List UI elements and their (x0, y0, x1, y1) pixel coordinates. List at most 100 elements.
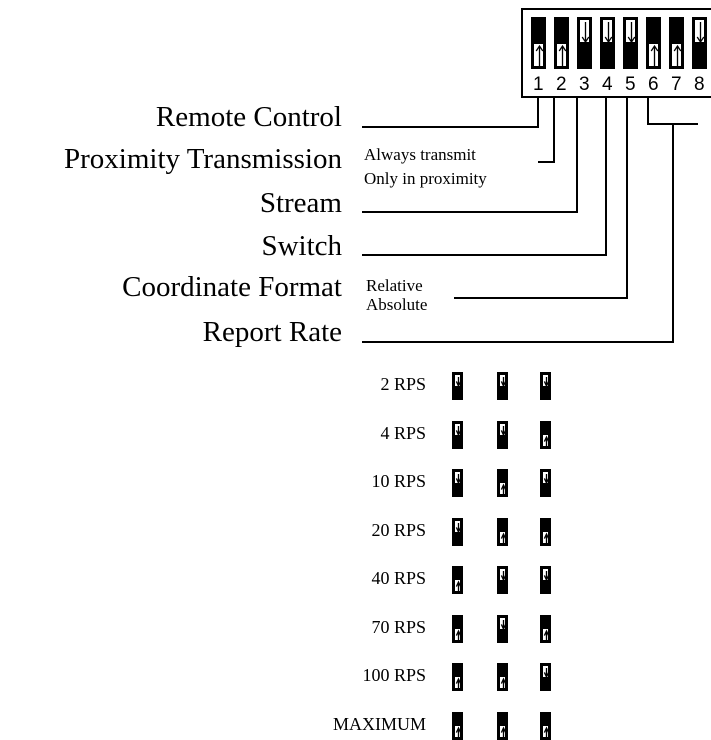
report-rate-toggle (540, 711, 551, 740)
report-rate-toggle (497, 614, 508, 643)
leader-line-stream (362, 211, 578, 213)
report-rate-toggle (540, 469, 551, 497)
report-rate-toggle (452, 663, 463, 691)
dip-toggle-8 (692, 17, 707, 69)
only-in-proximity-option: Only in proximity (364, 169, 487, 188)
dip-toggle-7 (669, 17, 684, 69)
report-rate-toggle (540, 420, 551, 449)
dip-number-4: 4 (602, 74, 613, 95)
arrow-down-icon (542, 374, 550, 388)
arrow-up-icon (454, 676, 462, 689)
leader-line-report-rate (362, 341, 674, 343)
dip-toggle-4 (600, 17, 615, 69)
arrow-down-icon (454, 374, 462, 388)
proximity-transmission-label: Proximity Transmission (64, 143, 342, 175)
report-rate-toggle (497, 420, 508, 449)
arrow-down-icon (542, 665, 550, 679)
report-rate-label: 4 RPS (380, 422, 426, 443)
report-rate-label: 100 RPS (362, 665, 426, 685)
arrow-down-icon (454, 471, 462, 485)
report-rate-bracket (647, 96, 698, 125)
arrow-up-icon (533, 43, 544, 67)
report-rate-label: 20 RPS (371, 519, 426, 540)
arrow-down-icon (499, 616, 507, 631)
relative-option: Relative (366, 276, 423, 295)
remote-control-label: Remote Control (155, 101, 342, 133)
leader-line-switch (362, 254, 607, 256)
dip-number-8: 8 (694, 74, 705, 95)
report-rate-label: 2 RPS (380, 374, 426, 394)
arrow-up-icon (542, 724, 550, 738)
report-rate-toggle (452, 614, 463, 643)
absolute-option: Absolute (366, 295, 428, 314)
report-rate-toggle (452, 711, 463, 740)
leader-line-switch-riser (605, 98, 607, 256)
arrow-down-icon (542, 568, 550, 582)
dip-number-6: 6 (648, 74, 659, 95)
report-rate-toggle (540, 663, 551, 691)
leader-line-remote-control (362, 126, 539, 128)
arrow-up-icon (499, 724, 507, 738)
arrow-up-icon (454, 627, 462, 641)
arrow-down-icon (454, 422, 462, 437)
stream-label: Stream (259, 187, 342, 219)
leader-line-coordinate-format-riser (626, 98, 628, 299)
dip-number-2: 2 (556, 74, 567, 95)
dip-number-7: 7 (671, 74, 682, 95)
arrow-up-icon (648, 43, 659, 67)
arrow-up-icon (556, 43, 567, 67)
arrow-up-icon (542, 627, 550, 641)
leader-line-proximity-riser (553, 98, 555, 163)
arrow-down-icon (579, 19, 590, 44)
arrow-down-icon (542, 471, 550, 485)
report-rate-toggle (497, 469, 508, 497)
report-rate-toggle (497, 372, 508, 400)
always-transmit-option: Always transmit (364, 145, 476, 164)
dip-toggle-6 (646, 17, 661, 69)
arrow-down-icon (499, 422, 507, 437)
report-rate-toggle (452, 469, 463, 497)
arrow-up-icon (499, 676, 507, 689)
report-rate-label: 40 RPS (371, 568, 426, 588)
switch-label: Switch (261, 230, 342, 262)
leader-line-remote-control-riser (537, 98, 539, 128)
dip-number-3: 3 (579, 74, 590, 95)
arrow-up-icon (542, 530, 550, 544)
arrow-down-icon (499, 374, 507, 388)
dip-number-1: 1 (533, 74, 544, 95)
arrow-up-icon (671, 43, 682, 67)
dip-toggle-1 (531, 17, 546, 69)
dip-toggle-5 (623, 17, 638, 69)
dip-toggle-3 (577, 17, 592, 69)
dip-toggle-2 (554, 17, 569, 69)
report-rate-toggle (540, 372, 551, 400)
report-rate-toggle (452, 517, 463, 546)
report-rate-label: 70 RPS (371, 616, 426, 637)
coordinate-format-label: Coordinate Format (122, 271, 342, 303)
arrow-down-icon (625, 19, 636, 44)
report-rate-toggle (540, 566, 551, 594)
report-rate-toggle (540, 614, 551, 643)
report-rate-toggle (497, 566, 508, 594)
arrow-down-icon (454, 519, 462, 534)
leader-line-coordinate-format (454, 297, 628, 299)
report-rate-toggle (452, 420, 463, 449)
arrow-up-icon (454, 724, 462, 738)
report-rate-toggle (540, 517, 551, 546)
report-rate-toggle (452, 566, 463, 594)
dip-switch-block (521, 8, 711, 98)
report-rate-toggle (497, 517, 508, 546)
report-rate-label: Report Rate (202, 316, 342, 348)
arrow-down-icon (694, 19, 705, 44)
report-rate-toggle (452, 372, 463, 400)
report-rate-toggle (497, 711, 508, 740)
arrow-down-icon (602, 19, 613, 44)
dip-number-5: 5 (625, 74, 636, 95)
arrow-up-icon (499, 530, 507, 544)
report-rate-toggle (497, 663, 508, 691)
arrow-down-icon (499, 568, 507, 582)
arrow-up-icon (542, 433, 550, 447)
leader-line-report-rate-riser (672, 124, 674, 343)
report-rate-label: 10 RPS (371, 471, 426, 491)
